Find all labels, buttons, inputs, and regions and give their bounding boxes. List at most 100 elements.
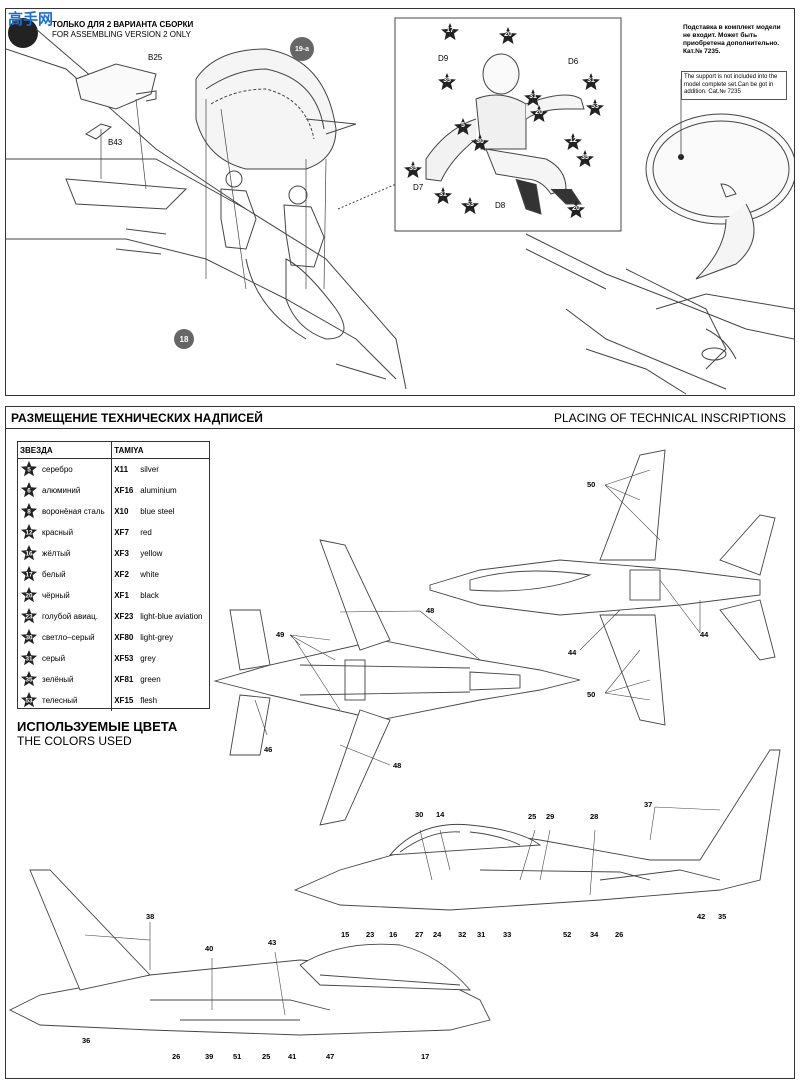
part-d6-label: D6 — [568, 57, 579, 66]
paint-star: 53 — [460, 196, 480, 216]
legend-en: grey — [140, 654, 156, 663]
legend-ru: воронёная сталь — [40, 501, 113, 522]
paint-star: 31 — [433, 186, 453, 206]
inscription-callout: 30 — [415, 810, 424, 819]
section-divider — [5, 428, 795, 429]
inscription-callout: 51 — [233, 1052, 242, 1061]
inscription-callout: 28 — [590, 812, 599, 821]
legend-en: light-blue aviation — [140, 612, 203, 621]
paint-star: 20 — [566, 200, 586, 220]
star-icon: 35 — [20, 670, 38, 686]
legend-star-num: 5 — [27, 466, 31, 473]
legend-en: aluminium — [140, 486, 177, 495]
logo: 高手网 — [4, 4, 74, 48]
legend-ru: телесный — [40, 690, 113, 711]
paint-star: 35 — [575, 149, 595, 169]
star-icon: 12 — [20, 523, 38, 539]
inscription-callout: 16 — [389, 930, 398, 939]
inscription-callout: 25 — [528, 812, 537, 821]
part-d9-label: D9 — [438, 54, 449, 63]
inscription-callout: 26 — [615, 930, 624, 939]
legend-en: flesh — [140, 696, 158, 705]
star-icon: 5 — [20, 460, 38, 476]
colors-used-ru: ИСПОЛЬЗУЕМЫЕ ЦВЕТА — [17, 719, 178, 734]
lower-frame — [5, 406, 795, 1079]
inscription-callout: 37 — [644, 800, 653, 809]
colors-used-en: THE COLORS USED — [17, 734, 132, 748]
legend-code: XF80 — [114, 633, 134, 642]
inscription-callout: 31 — [477, 930, 486, 939]
legend-code: XF53 — [114, 654, 134, 663]
part-badge-18: 18 — [174, 329, 194, 349]
paint-star: 31 — [523, 88, 543, 108]
paint-star: 31 — [581, 72, 601, 92]
inscription-callout: 33 — [503, 930, 512, 939]
legend-col-zvezda: ЗВЕЗДА — [18, 442, 113, 459]
paint-star: 35 — [437, 72, 457, 92]
inscription-callout: 44 — [700, 630, 709, 639]
legend-star: 53 — [18, 690, 40, 711]
inscriptions-drawing — [8, 449, 781, 1036]
version-en: FOR ASSEMBLING VERSION 2 ONLY — [52, 30, 191, 39]
legend-ru: алюминий — [40, 480, 113, 501]
paint-star: 30 — [470, 133, 490, 153]
part-badge-19a: 19-a — [290, 37, 314, 61]
star-icon: 53 — [20, 691, 38, 707]
inscription-callout: 52 — [563, 930, 572, 939]
inscription-callout: 50 — [587, 480, 596, 489]
legend-star-num: 23 — [25, 613, 33, 620]
legend-en: light-grey — [140, 633, 174, 642]
legend-star: 31 — [18, 648, 40, 669]
legend-ru: зелёный — [40, 669, 113, 690]
legend-code: XF23 — [114, 612, 134, 621]
part-d8-label: D8 — [495, 201, 506, 210]
star-icon: 16 — [20, 544, 38, 560]
legend-en: blue steel — [140, 507, 175, 516]
legend-star: 20 — [18, 585, 40, 606]
star-icon: 8 — [20, 502, 38, 518]
legend-ru: чёрный — [40, 585, 113, 606]
legend-code: XF15 — [114, 696, 134, 705]
legend-ru: красный — [40, 522, 113, 543]
legend-code: XF3 — [114, 549, 129, 558]
inscription-callout: 46 — [264, 745, 273, 754]
star-icon: 6 — [20, 481, 38, 497]
legend-code: XF7 — [114, 528, 129, 537]
part-b25-label: B25 — [148, 53, 163, 62]
legend-ru: жёлтый — [40, 543, 113, 564]
paint-star: 12 — [563, 132, 583, 152]
part-d7-label: D7 — [413, 183, 424, 192]
logo-text: 高手网 — [8, 11, 54, 28]
star-icon: 31 — [20, 649, 38, 665]
inscription-callout: 38 — [146, 912, 155, 921]
inscription-callout: 39 — [205, 1052, 214, 1061]
inscription-callout: 47 — [326, 1052, 335, 1061]
legend-ru: светло–серый — [40, 627, 113, 648]
legend-code: XF1 — [114, 591, 129, 600]
legend-ru: белый — [40, 564, 113, 585]
inscription-callout: 40 — [205, 944, 214, 953]
inscription-callout: 23 — [366, 930, 375, 939]
legend-en: white — [140, 570, 159, 579]
legend-star-num: 30 — [25, 634, 33, 641]
legend-star-num: 16 — [25, 550, 33, 557]
paint-star: 53 — [585, 98, 605, 118]
inscription-callout: 44 — [568, 648, 577, 657]
top-assembly-drawing — [6, 17, 794, 395]
legend-ru: серый — [40, 648, 113, 669]
inscription-callout: 35 — [718, 912, 727, 921]
top-frame — [5, 8, 795, 396]
legend-star: 12 — [18, 522, 40, 543]
